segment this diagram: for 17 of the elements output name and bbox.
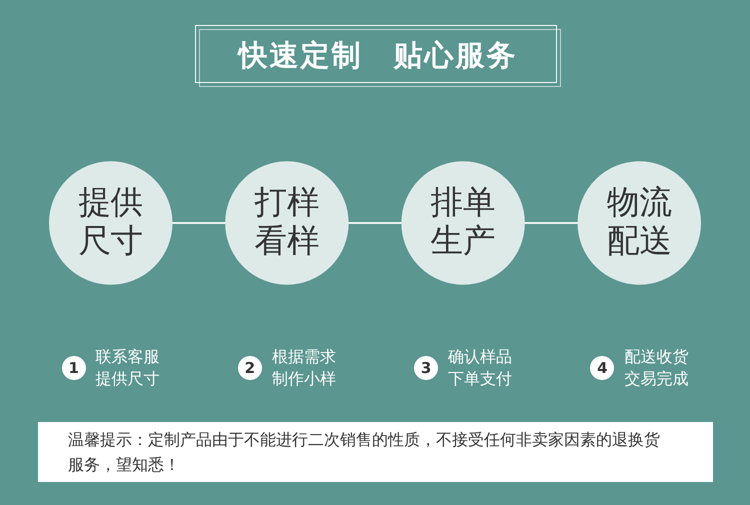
node-circle: 提供尺寸: [49, 161, 172, 285]
step-number: 4: [590, 356, 614, 380]
step-description: 联系客服提供尺寸: [96, 346, 160, 390]
title-banner: 快速定制 贴心服务: [195, 25, 561, 87]
step-description: 根据需求制作小样: [272, 346, 336, 390]
step-description: 配送收货交易完成: [624, 346, 688, 390]
node-circle: 物流配送: [578, 161, 701, 285]
node-circle: 排单生产: [401, 161, 525, 285]
node-circle: 打样看样: [225, 161, 349, 285]
step-number: 1: [62, 356, 86, 380]
connector: [524, 222, 578, 224]
notice-text: 温馨提示：定制产品由于不能进行二次销售的性质，不接受任何非卖家因素的退换货服务，望知悉！: [68, 429, 661, 476]
connector: [348, 222, 402, 224]
connector: [172, 222, 226, 224]
step-description: 确认样品下单支付: [448, 346, 512, 390]
step-number: 2: [238, 356, 262, 380]
step-number: 3: [414, 356, 438, 380]
